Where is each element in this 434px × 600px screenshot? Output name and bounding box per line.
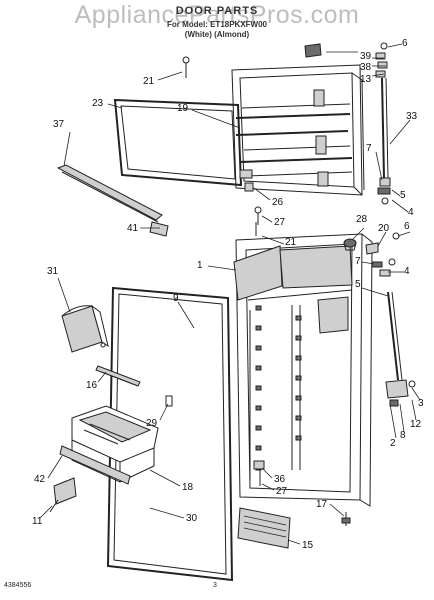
callout-3: 3 [418, 398, 424, 409]
center-hinge-part [365, 232, 400, 277]
retainer-clip-part [165, 395, 173, 407]
callout-17: 17 [316, 499, 328, 510]
dairy-hinge-pin-part [95, 365, 141, 387]
diagram-subtitle-colors: (White) (Almond) [184, 30, 250, 39]
callout-33: 33 [406, 111, 418, 122]
callout-28: 28 [356, 214, 368, 225]
callout-2: 2 [390, 438, 396, 449]
callout-12: 12 [410, 419, 422, 430]
hinge-cap-part [343, 238, 357, 251]
page-number: 3 [213, 582, 217, 589]
dairy-door-part [61, 304, 109, 353]
callout-15: 15 [302, 540, 314, 551]
callout-11: 11 [32, 516, 43, 527]
callout-26: 26 [272, 197, 284, 208]
leader-lines [39, 43, 421, 545]
callout-36: 36 [274, 474, 286, 485]
callout-39: 39 [360, 51, 372, 62]
diagram-subtitle-model: For Model: ET18PKXFW00 [166, 20, 267, 29]
callout-6: 6 [404, 221, 410, 232]
callout-27: 27 [276, 486, 288, 497]
callout-4: 4 [408, 207, 414, 218]
callout-6: 6 [402, 38, 408, 49]
callout-18: 18 [182, 482, 194, 493]
callout-21: 21 [285, 237, 297, 248]
hinge-cover-part [304, 42, 388, 78]
callout-42: 42 [34, 474, 46, 485]
callout-31: 31 [47, 266, 59, 277]
callout-27: 27 [274, 217, 286, 228]
bottom-screw-part [341, 512, 351, 526]
callout-37: 37 [53, 119, 65, 130]
bracket-part [49, 477, 77, 513]
callout-30: 30 [186, 513, 198, 524]
callout-5: 5 [400, 190, 406, 201]
diagram-title: DOOR PARTS [175, 5, 259, 17]
callout-5: 5 [355, 279, 361, 290]
shelf-screw-part [253, 460, 265, 486]
callout-38: 38 [360, 62, 372, 73]
screw-part [157, 56, 190, 81]
callout-23: 23 [92, 98, 104, 109]
callout-7: 7 [355, 256, 361, 267]
callout-13: 13 [360, 74, 372, 85]
kick-plate-part [237, 507, 291, 549]
callout-7: 7 [366, 143, 372, 154]
freezer-gasket-part [113, 98, 243, 187]
hinge-rod-part [377, 77, 391, 205]
callout-41: 41 [127, 223, 139, 234]
document-number: 4384556 [4, 582, 32, 589]
fresh-food-door-part [233, 233, 373, 507]
callout-16: 16 [86, 380, 98, 391]
shelf-stop-part [239, 169, 262, 225]
callout-19: 19 [177, 103, 189, 114]
watermark: AppliancePartsPros.com [74, 1, 360, 29]
callout-21: 21 [143, 76, 155, 87]
callout-9: 9 [173, 293, 179, 304]
callout-29: 29 [146, 418, 158, 429]
callout-8: 8 [400, 430, 406, 441]
breaker-strip-part [56, 164, 169, 237]
shelf-trim-part [59, 445, 131, 485]
freezer-door-part [231, 64, 365, 196]
callout-4: 4 [404, 266, 410, 277]
bottom-hinge-part [385, 291, 416, 407]
callout-20: 20 [378, 223, 390, 234]
callout-1: 1 [197, 260, 203, 271]
